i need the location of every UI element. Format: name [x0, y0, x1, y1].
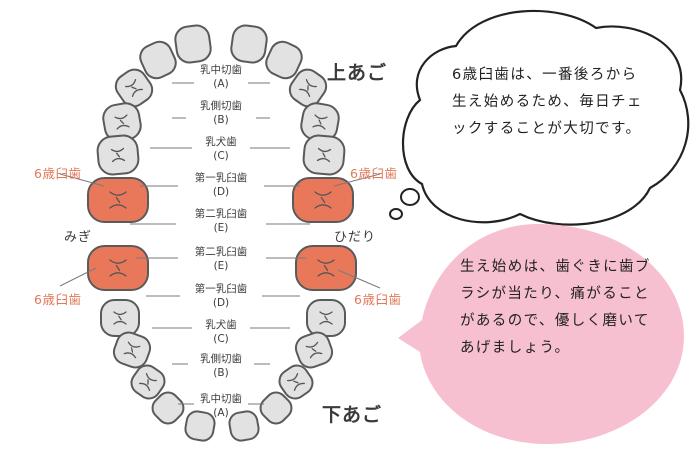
thought-dot-small [389, 208, 403, 220]
upper-second-molar-right [96, 134, 140, 176]
tooth-name: 第二乳臼歯 [194, 246, 248, 258]
tooth-name: 乳中切歯 [200, 393, 242, 405]
lower-central-incisor-right [184, 410, 216, 442]
tooth-name: 乳中切歯 [200, 64, 242, 76]
lower-second-molar-left [306, 299, 346, 337]
tooth-name: 乳側切歯 [200, 100, 242, 112]
thought-dot-medium [400, 188, 420, 206]
tooth-code: (D) [212, 297, 230, 309]
lower-lateral-incisor-right [151, 391, 185, 425]
tooth-name: 第一乳臼歯 [194, 283, 248, 295]
tooth-name: 乳犬歯 [205, 319, 237, 331]
molar-label-lower-right: 6歳臼歯 [34, 292, 82, 307]
tooth-code: (B) [213, 114, 229, 126]
tooth-code: (D) [212, 186, 230, 198]
upper-tooth-label-d: 第一乳臼歯 (D) [176, 171, 266, 199]
upper-canine-left [288, 68, 328, 108]
lower-central-incisor-left [228, 410, 260, 442]
tooth-code: (E) [213, 260, 229, 272]
lower-tooth-label-a: 乳中切歯 (A) [176, 392, 266, 420]
lower-second-molar-right [100, 299, 140, 337]
molar-label-lower-left: 6歳臼歯 [354, 292, 402, 307]
lower-six-year-molar-right [87, 245, 149, 291]
lower-six-year-molar-left [295, 245, 357, 291]
left-side-label: ひだり [334, 230, 377, 245]
upper-second-molar-left [302, 134, 346, 176]
upper-lateral-incisor-left [265, 40, 303, 80]
lower-tooth-label-e: 第二乳臼歯 (E) [176, 245, 266, 273]
lower-tooth-label-d: 第一乳臼歯 (D) [176, 282, 266, 310]
speech-bubble-shape [398, 224, 684, 444]
upper-tooth-label-c: 乳犬歯 (C) [176, 135, 266, 163]
lower-jaw-label: 下あご [322, 404, 383, 426]
tooth-code: (A) [213, 78, 229, 90]
upper-jaw-label: 上あご [327, 62, 388, 84]
leader-lines [59, 82, 381, 405]
tooth-code: (E) [213, 222, 229, 234]
thought-bubble-shape [402, 9, 690, 226]
upper-central-incisor-left [230, 24, 268, 64]
molar-label-upper-left: 6歳臼歯 [350, 166, 398, 181]
tooth-code: (A) [213, 407, 229, 419]
tooth-code: (B) [213, 367, 229, 379]
tooth-name: 第一乳臼歯 [194, 172, 248, 184]
lower-tooth-label-b: 乳側切歯 (B) [176, 352, 266, 380]
tooth-code: (C) [213, 333, 229, 345]
upper-lateral-incisor-right [139, 40, 177, 80]
lower-first-molar-left [294, 331, 334, 369]
molar-label-upper-right: 6歳臼歯 [34, 166, 82, 181]
upper-tooth-label-e: 第二乳臼歯 (E) [176, 207, 266, 235]
upper-canine-right [114, 68, 154, 108]
tooth-code: (C) [213, 150, 229, 162]
tooth-name: 乳側切歯 [200, 353, 242, 365]
lower-lateral-incisor-left [259, 391, 293, 425]
lower-canine-left [278, 364, 314, 400]
thought-bubble-text: 6歳臼歯は、一番後ろから生え始めるため、毎日チェックすることが大切です。 [452, 67, 643, 137]
upper-central-incisor-right [174, 24, 212, 64]
speech-bubble-text: 生え始めは、歯ぐきに歯ブラシが当たり、痛がることがあるので、優しく磨いてあげまし… [460, 259, 651, 356]
teeth-layer [87, 24, 357, 442]
upper-six-year-molar-left [292, 177, 354, 223]
upper-tooth-label-a: 乳中切歯 (A) [176, 63, 266, 91]
tooth-name: 第二乳臼歯 [194, 208, 248, 220]
upper-six-year-molar-right [87, 177, 149, 223]
right-side-label: みぎ [64, 230, 93, 245]
lower-first-molar-right [112, 331, 152, 369]
upper-tooth-label-b: 乳側切歯 (B) [176, 99, 266, 127]
tooth-name: 乳犬歯 [205, 136, 237, 148]
lower-canine-right [130, 364, 166, 400]
lower-tooth-label-c: 乳犬歯 (C) [176, 318, 266, 346]
